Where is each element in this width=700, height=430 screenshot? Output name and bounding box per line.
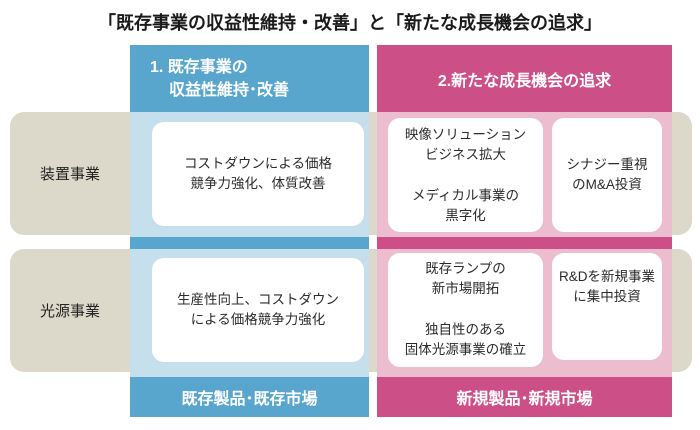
card-light-existing: 生産性向上、コストダウン による価格競争力強化 xyxy=(152,258,364,362)
card-light-new-main: 既存ランプの 新市場開拓 独自性のある 固体光源事業の確立 xyxy=(388,253,543,367)
column-footer-new-growth: 新規製品･新規市場 xyxy=(377,377,672,417)
row-label-equipment: 装置事業 xyxy=(39,166,100,183)
column-header-existing-line2: 収益性維持･改善 xyxy=(169,82,290,100)
column-header-existing-line1: 1. 既存事業の xyxy=(150,59,248,76)
card-equipment-new-side: シナジー重視 のM&A投資 xyxy=(552,118,662,232)
column-header-new-growth: 2.新たな成長機会の追求 xyxy=(377,45,672,112)
column-header-new-growth-label: 2.新たな成長機会の追求 xyxy=(437,72,612,90)
column-header-existing: 1. 既存事業の 収益性維持･改善 xyxy=(130,45,369,112)
page-title: 「既存事業の収益性維持・改善」と「新たな成長機会の追求」 xyxy=(98,13,602,33)
column-footer-existing-label: 既存製品･既存市場 xyxy=(181,391,318,408)
column-footer-existing: 既存製品･既存市場 xyxy=(130,377,369,417)
row-separator-new-growth xyxy=(377,237,672,249)
card-equipment-existing: コストダウンによる価格 競争力強化、体質改善 xyxy=(152,122,364,226)
card-equipment-new-main: 映像ソリューション ビジネス拡大 メディカル事業の 黒字化 xyxy=(388,118,543,232)
card-light-new-side: R&Dを新規事業 に集中投資 xyxy=(552,253,662,360)
row-separator-existing xyxy=(130,237,369,249)
row-label-light-source: 光源事業 xyxy=(39,303,100,320)
column-footer-new-growth-label: 新規製品･新規市場 xyxy=(456,391,593,408)
